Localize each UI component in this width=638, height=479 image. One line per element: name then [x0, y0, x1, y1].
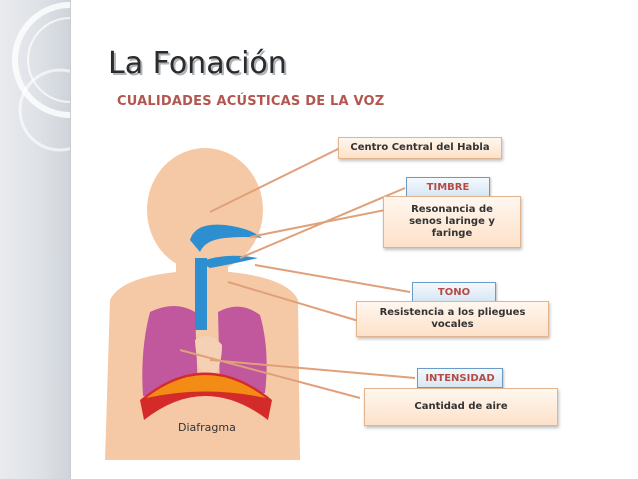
diagram-subtitle: CUALIDADES ACÚSTICAS DE LA VOZ: [117, 94, 385, 109]
cantidad-aire-box: Cantidad de aire: [364, 388, 558, 426]
timbre-tag: TIMBRE: [406, 177, 490, 197]
intensidad-tag: INTENSIDAD: [417, 368, 503, 388]
diaphragm-orange: [146, 375, 266, 398]
connector-lines: [179, 147, 416, 399]
nasal-cavity: [190, 224, 262, 252]
tono-tag: TONO: [412, 282, 496, 302]
diafragma-label: Diafragma: [178, 421, 236, 434]
centro-habla-box: Centro Central del Habla: [338, 137, 502, 159]
trachea: [195, 258, 207, 330]
left-lung: [142, 306, 198, 397]
resonancia-box: Resonancia de senos laringe y faringe: [383, 196, 521, 248]
oral-cavity: [200, 255, 258, 268]
decorative-side-panel: [0, 0, 71, 479]
right-lung: [218, 306, 267, 396]
page-title: La Fonación: [108, 46, 287, 81]
resistencia-box: Resistencia a los pliegues vocales: [356, 301, 549, 337]
